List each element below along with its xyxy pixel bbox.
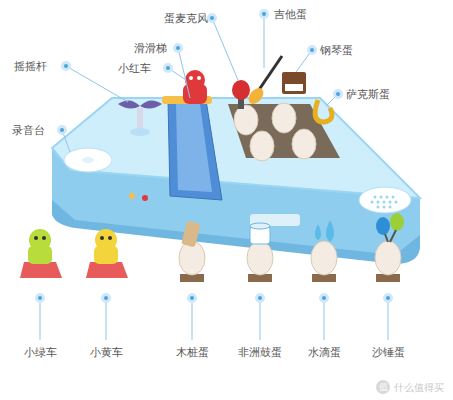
turntable bbox=[64, 148, 112, 172]
part-name: 蛋麦克风 bbox=[164, 12, 208, 25]
guitar bbox=[246, 85, 267, 107]
drum-egg bbox=[247, 223, 273, 282]
part-name: 吉他蛋 bbox=[274, 8, 307, 21]
slide-lane bbox=[176, 104, 212, 192]
part-name: 萨克斯蛋 bbox=[346, 88, 390, 101]
base-bottom-edge bbox=[52, 200, 420, 264]
saxophone bbox=[315, 100, 332, 122]
red-car-head bbox=[185, 70, 205, 90]
callout-dots bbox=[37, 11, 392, 302]
part-name: 非洲鼓蛋 bbox=[238, 346, 282, 359]
eggs bbox=[234, 103, 316, 161]
part-name: 小红车 bbox=[118, 62, 151, 75]
yellow-car bbox=[86, 229, 128, 278]
green-car bbox=[20, 229, 62, 278]
watermark-icon: 值 bbox=[376, 380, 390, 394]
part-name: 摇摇杆 bbox=[14, 60, 47, 73]
part-name: 钢琴蛋 bbox=[320, 44, 353, 57]
maraca-egg bbox=[375, 213, 404, 282]
joystick-handle bbox=[118, 100, 162, 108]
part-name: 滑滑梯 bbox=[134, 42, 167, 55]
part-name: 木桩蛋 bbox=[176, 346, 209, 359]
watermark: 什么值得买 bbox=[394, 381, 444, 394]
speaker-holes bbox=[371, 196, 398, 209]
part-name: 水滴蛋 bbox=[308, 346, 341, 359]
part-name: 小黄车 bbox=[90, 346, 123, 359]
slide bbox=[168, 100, 222, 200]
base-top bbox=[52, 98, 420, 198]
water-egg bbox=[311, 220, 337, 282]
part-name: 沙锤蛋 bbox=[372, 346, 405, 359]
microphone bbox=[232, 80, 250, 100]
wood-egg bbox=[179, 221, 205, 282]
part-name: 录音台 bbox=[12, 124, 45, 137]
egg-tray bbox=[228, 104, 340, 158]
speaker bbox=[359, 187, 411, 213]
turntable-center bbox=[82, 157, 94, 163]
part-name: 小绿车 bbox=[24, 346, 57, 359]
joystick-stick bbox=[137, 108, 143, 130]
leader-lines bbox=[40, 14, 388, 340]
piano bbox=[282, 72, 306, 94]
